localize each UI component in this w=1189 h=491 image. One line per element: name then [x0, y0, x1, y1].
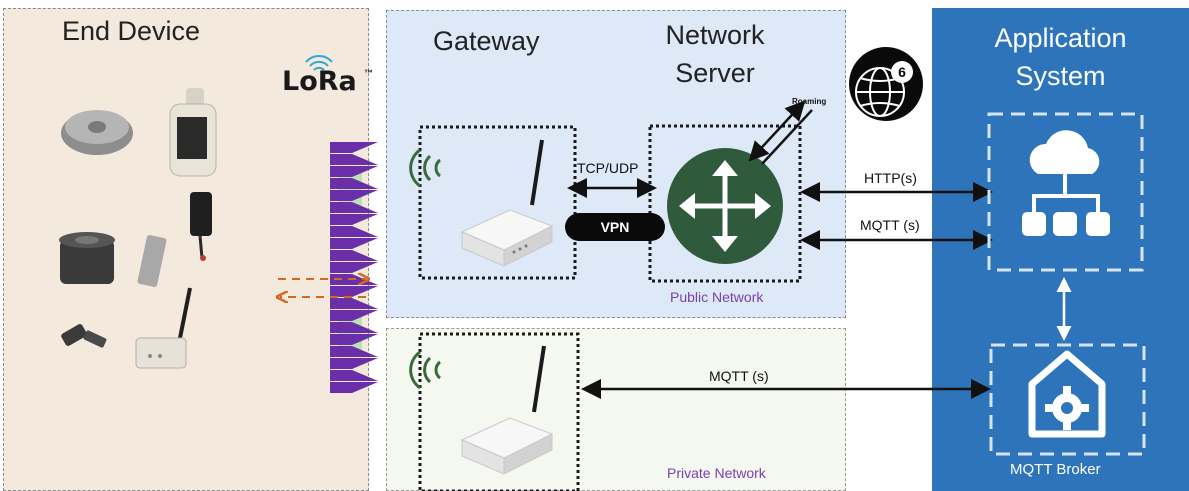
chirp-segment: [330, 166, 378, 177]
chirp-segment: [330, 286, 378, 297]
mqtt-broker-label: MQTT Broker: [1010, 461, 1101, 478]
chirp-segment: [330, 190, 378, 201]
globe-icon: 6: [849, 47, 923, 121]
chirp-segment: [330, 238, 378, 249]
chirp-segment: [330, 214, 378, 225]
chirp-segment: [330, 154, 378, 165]
tcp-udp-label: TCP/UDP: [577, 160, 639, 176]
lora-tm: ™: [364, 68, 373, 78]
end-device-sensor-round: [61, 110, 133, 155]
network-server-title-line1: Network: [665, 20, 765, 50]
chirp-segment: [330, 358, 378, 369]
chirp-segment: [330, 310, 378, 321]
chirp-segment: [330, 298, 378, 309]
end-device-probe: [61, 324, 107, 348]
application-server-box: [987, 112, 1144, 272]
gateway-title: Gateway: [433, 26, 540, 56]
lora-chirp-strip: [330, 142, 378, 393]
mqtt-lower-label: MQTT (s): [709, 368, 769, 384]
public-gateway-signal-icon: [409, 148, 442, 188]
private-gateway-signal-icon: [409, 350, 442, 390]
network-server-box: [648, 124, 802, 283]
chirp-segment: [330, 250, 378, 261]
chirp-segment: [330, 382, 378, 393]
end-device-cylinder: [59, 232, 115, 284]
mqtt-upper-label: MQTT (s): [860, 217, 920, 233]
mqtt-broker-box: [989, 343, 1146, 456]
chirp-segment: [330, 346, 378, 357]
vpn-pill: [565, 213, 665, 241]
cloud-network-icon: [1022, 130, 1110, 236]
public-network-panel: [386, 10, 846, 318]
chirp-segment: [330, 322, 378, 333]
end-device-antenna-box: [135, 287, 192, 369]
roaming-arrow-1: [748, 100, 806, 162]
roaming-arrow-2: [761, 109, 813, 165]
public-gateway-device: [460, 139, 554, 267]
chirp-segment: [330, 262, 378, 273]
smart-home-gear-icon: [1028, 350, 1106, 438]
chirp-segment: [330, 334, 378, 345]
vpn-label: VPN: [600, 219, 630, 235]
svg-text:6: 6: [898, 64, 906, 80]
roaming-label: Roaming: [792, 97, 827, 106]
network-server-title-line2: Server: [675, 58, 755, 88]
network-server-router-icon: [667, 148, 783, 264]
end-device-title: End Device: [62, 16, 201, 46]
lora-logo-text: LoRa: [282, 66, 357, 97]
chirp-segment: [330, 202, 378, 213]
chirp-segment: [330, 178, 378, 189]
private-gateway-device: [460, 345, 554, 475]
end-device-tube: [137, 235, 167, 287]
private-network-label: Private Network: [667, 465, 766, 481]
public-gateway-box: [418, 125, 577, 280]
lora-wave-icon: [305, 55, 333, 71]
application-system-title-line1: Application: [994, 23, 1127, 53]
end-device-solar: [169, 88, 217, 177]
http-label: HTTP(s): [864, 170, 917, 186]
chirp-segment: [330, 226, 378, 237]
application-system-title-line2: System: [1015, 61, 1106, 91]
chirp-segment: [330, 370, 378, 381]
public-network-label: Public Network: [670, 289, 764, 305]
private-gateway-box: [418, 332, 580, 491]
end-device-tracker: [190, 192, 212, 261]
chirp-segment: [330, 142, 378, 153]
